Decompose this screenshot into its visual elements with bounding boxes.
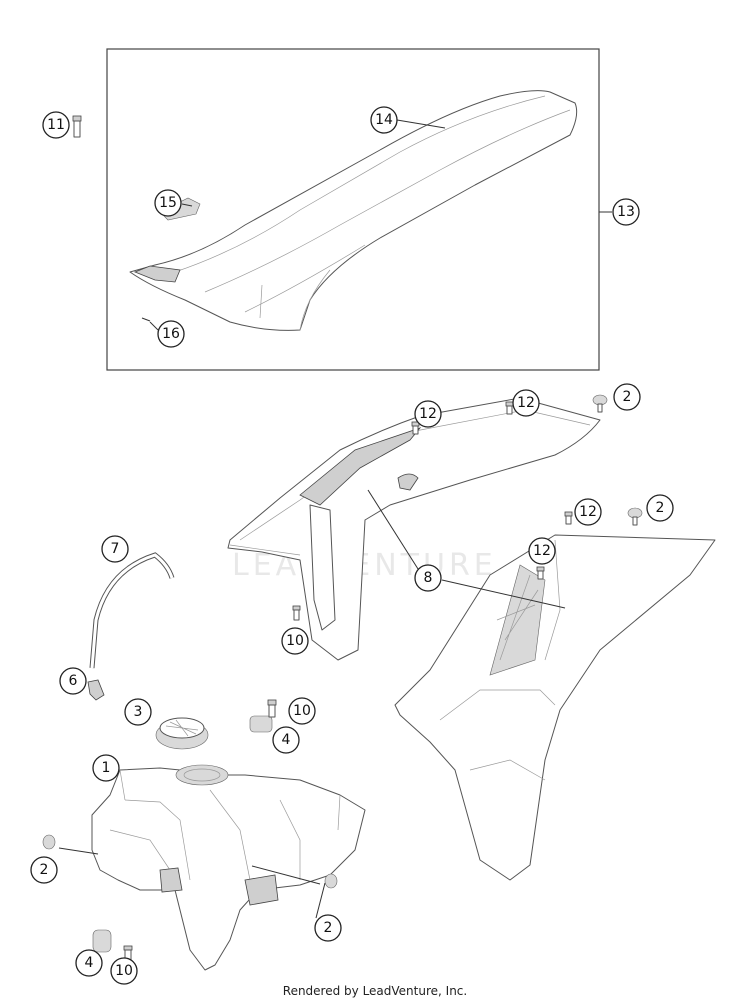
- svg-text:16: 16: [162, 326, 180, 342]
- seat-part: [129, 90, 578, 331]
- svg-text:10: 10: [293, 703, 311, 719]
- svg-text:6: 6: [69, 673, 78, 689]
- svg-text:4: 4: [85, 955, 94, 971]
- screw-part-11: [72, 115, 82, 138]
- screw-part-12-a: [411, 421, 420, 435]
- svg-text:10: 10: [286, 633, 304, 649]
- left-tank-spoiler-part: [227, 397, 601, 661]
- svg-text:2: 2: [40, 862, 49, 878]
- screw-part-10-mid: [292, 605, 301, 621]
- svg-text:2: 2: [656, 500, 665, 516]
- hose-fitting-part: [87, 679, 105, 701]
- svg-text:10: 10: [115, 963, 133, 979]
- screw-part-12-d: [536, 566, 545, 580]
- leader-lines: [58, 119, 612, 919]
- svg-text:3: 3: [134, 704, 143, 720]
- pin-part-16: [141, 317, 151, 322]
- svg-text:12: 12: [517, 395, 535, 411]
- callout-12-c: 12: [574, 498, 602, 526]
- rubber-bushing-lower: [92, 929, 112, 953]
- svg-text:14: 14: [375, 112, 393, 128]
- callout-4-lower: 4: [75, 949, 103, 977]
- fuel-hose-inner: [90, 553, 174, 669]
- footer-credit: Rendered by LeadVenture, Inc.: [282, 984, 468, 998]
- callout-15: 15: [154, 189, 182, 217]
- svg-text:12: 12: [419, 406, 437, 422]
- svg-text:4: 4: [282, 732, 291, 748]
- fuel-hose-part: [89, 552, 175, 669]
- screw-part-12-b: [505, 401, 514, 415]
- callout-4-upper: 4: [272, 726, 300, 754]
- seat-assembly-frame: [106, 48, 600, 371]
- svg-text:11: 11: [47, 117, 65, 133]
- svg-text:13: 13: [617, 204, 635, 220]
- callout-12-a: 12: [414, 400, 442, 428]
- bolt-part-2-tank-right: [324, 873, 338, 889]
- callout-11: 11: [42, 111, 70, 139]
- callout-7: 7: [101, 535, 129, 563]
- callout-6: 6: [59, 667, 87, 695]
- rubber-bushing-upper: [249, 715, 273, 733]
- svg-text:2: 2: [324, 920, 333, 936]
- svg-text:1: 1: [102, 760, 111, 776]
- callout-12-d: 12: [528, 537, 556, 565]
- svg-text:2: 2: [623, 389, 632, 405]
- callout-12-b: 12: [512, 389, 540, 417]
- svg-text:15: 15: [159, 195, 177, 211]
- callout-1: 1: [92, 754, 120, 782]
- callout-10-upper: 10: [288, 697, 316, 725]
- callout-2-tank-left: 2: [30, 856, 58, 884]
- bolt-part-2-tank-left: [42, 834, 56, 850]
- svg-text:8: 8: [424, 570, 433, 586]
- callout-14: 14: [370, 106, 398, 134]
- fuel-cap-part: [155, 717, 209, 750]
- screw-part-12-c: [564, 511, 573, 525]
- svg-text:12: 12: [533, 543, 551, 559]
- bolt-part-2-spoiler-upper: [592, 394, 608, 413]
- bolt-part-2-spoiler-lower: [627, 507, 643, 526]
- callout-2-spoiler-lower: 2: [646, 494, 674, 522]
- callout-3: 3: [124, 698, 152, 726]
- svg-text:7: 7: [111, 541, 120, 557]
- callout-2-tank-right: 2: [314, 914, 342, 942]
- fuel-tank-part: [91, 764, 366, 971]
- screw-upper-10: [267, 699, 277, 718]
- callout-10-lower: 10: [110, 957, 138, 985]
- callout-10-mid: 10: [281, 627, 309, 655]
- right-tank-spoiler-part: [394, 534, 716, 881]
- svg-text:12: 12: [579, 504, 597, 520]
- callout-2-spoiler-upper: 2: [613, 383, 641, 411]
- callout-8: 8: [414, 564, 442, 592]
- callout-13: 13: [612, 198, 640, 226]
- callout-16: 16: [157, 320, 185, 348]
